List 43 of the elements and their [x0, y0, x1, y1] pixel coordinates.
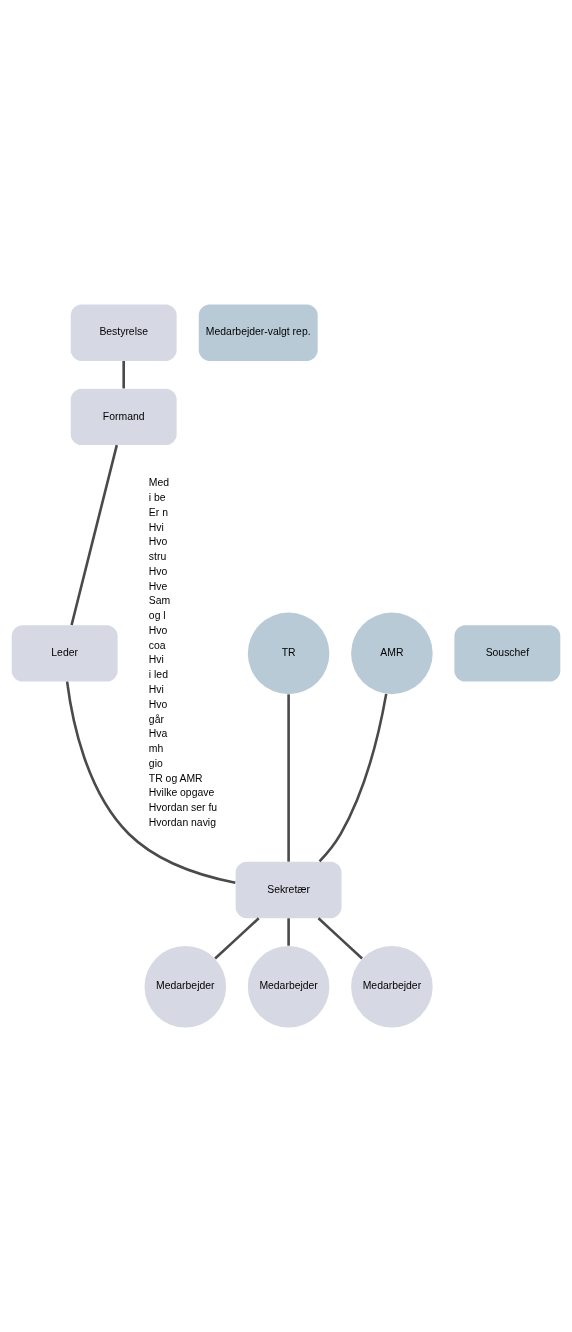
label: og l: [148, 610, 166, 622]
node-box: Leder: [11, 625, 118, 682]
node-circle: TR: [247, 612, 330, 695]
connector: [317, 917, 363, 960]
connector: [65, 681, 236, 884]
label: TR og AMR: [148, 772, 203, 784]
label: Hvi: [148, 521, 164, 533]
label: gio: [148, 757, 163, 769]
connector: [122, 361, 125, 389]
label: i be: [148, 492, 166, 504]
label: Med: [148, 477, 170, 489]
node-circle: AMR: [351, 612, 433, 695]
label: mh: [148, 743, 164, 755]
label: Hvo: [148, 565, 168, 577]
connector: [318, 693, 388, 863]
node-box: Medarbejder-valgt rep.: [198, 304, 318, 361]
label: Hve: [148, 580, 168, 592]
label: Hvordan navig: [148, 816, 216, 828]
node-box: Bestyrelse: [70, 304, 177, 361]
label: Hvordan ser fu: [148, 802, 218, 814]
label: stru: [148, 551, 167, 563]
label: Sam: [148, 595, 171, 607]
node-box: Formand: [70, 388, 177, 446]
node-circle: Medarbejder: [351, 945, 433, 1028]
label: i led: [148, 669, 168, 681]
label: coa: [148, 639, 166, 651]
label: går: [148, 713, 164, 725]
connector: [287, 918, 290, 946]
node-box: Sekretær: [235, 861, 342, 919]
label: Hvo: [148, 624, 168, 636]
label: Hvi: [148, 654, 164, 666]
connector: [287, 694, 290, 862]
label: Hvi: [148, 684, 164, 695]
node-box: Souschef: [454, 625, 561, 682]
label: Er n: [148, 506, 168, 518]
label: Hvo: [148, 536, 168, 548]
label: Hvilke opgave: [148, 787, 215, 799]
node-circle: Medarbejder: [247, 945, 330, 1028]
connector: [70, 444, 119, 626]
connector: [214, 917, 260, 960]
node-circle: Medarbejder: [144, 945, 227, 1028]
label: Hva: [148, 728, 168, 740]
label: Hvo: [148, 698, 168, 710]
